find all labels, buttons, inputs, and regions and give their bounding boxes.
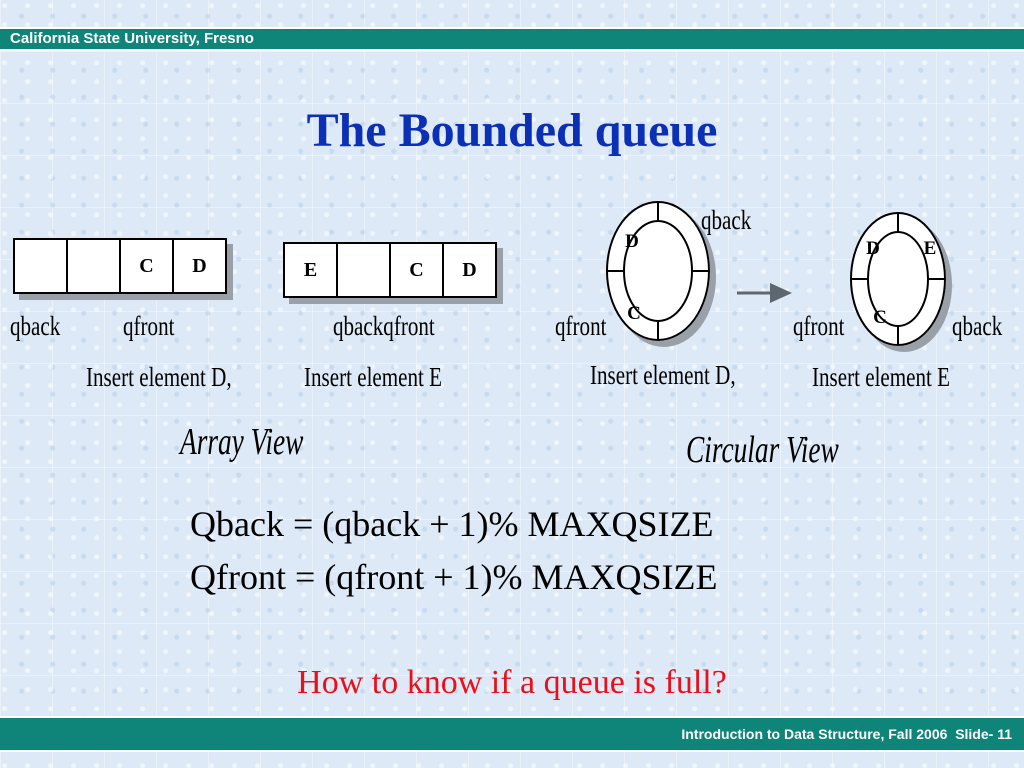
array-qfront-label: qfront xyxy=(123,311,175,341)
array-caption-insert-e: Insert element E xyxy=(304,362,443,392)
ring1-slot-d: D xyxy=(625,231,639,252)
queue-cell: D xyxy=(172,238,227,294)
circle1-qfront-label: qfront xyxy=(555,311,607,341)
queue-cell: C xyxy=(389,242,444,298)
queue-cell: C xyxy=(119,238,174,294)
institution-name: California State University, Fresno xyxy=(10,30,254,47)
circular-caption-insert-d: Insert element D, xyxy=(590,360,736,390)
array-queue-1: C D xyxy=(13,238,227,294)
ring2-slot-c: C xyxy=(873,307,887,328)
circular-view-label: Circular View xyxy=(686,429,839,471)
circle1-qback-label: qback xyxy=(701,205,752,235)
queue-cell xyxy=(336,242,391,298)
header-bar: California State University, Fresno xyxy=(0,27,1024,51)
circular-queue-ring-2: D E C xyxy=(850,212,946,346)
queue-cell xyxy=(13,238,68,294)
circle2-qfront-label: qfront xyxy=(793,311,845,341)
transition-arrow xyxy=(737,283,792,303)
footer-slide-number: Slide- 11 xyxy=(955,726,1012,742)
ring2-slot-e: E xyxy=(924,238,937,259)
array-queue-2: E C D xyxy=(283,242,497,298)
array-qback-qfront-label: qbackqfront xyxy=(333,311,435,341)
question-text: How to know if a queue is full? xyxy=(297,664,727,701)
circular-caption-insert-e: Insert element E xyxy=(812,362,951,392)
array-caption-insert-d: Insert element D, xyxy=(86,362,232,392)
formula-qfront: Qfront = (qfront + 1)% MAXQSIZE xyxy=(190,557,718,597)
footer-course: Introduction to Data Structure, Fall 200… xyxy=(681,726,948,742)
circle2-qback-label: qback xyxy=(952,311,1003,341)
footer-bar: Introduction to Data Structure, Fall 200… xyxy=(0,716,1024,752)
slide-title: The Bounded queue xyxy=(306,104,718,157)
ring1-slot-c: C xyxy=(627,303,641,324)
array-view-label: Array View xyxy=(180,421,304,463)
ring2-slot-d: D xyxy=(866,238,880,259)
formula-qback: Qback = (qback + 1)% MAXQSIZE xyxy=(190,504,714,544)
array-qback-label: qback xyxy=(10,311,61,341)
circular-queue-ring-1: D C xyxy=(606,201,710,341)
queue-cell: D xyxy=(442,242,497,298)
